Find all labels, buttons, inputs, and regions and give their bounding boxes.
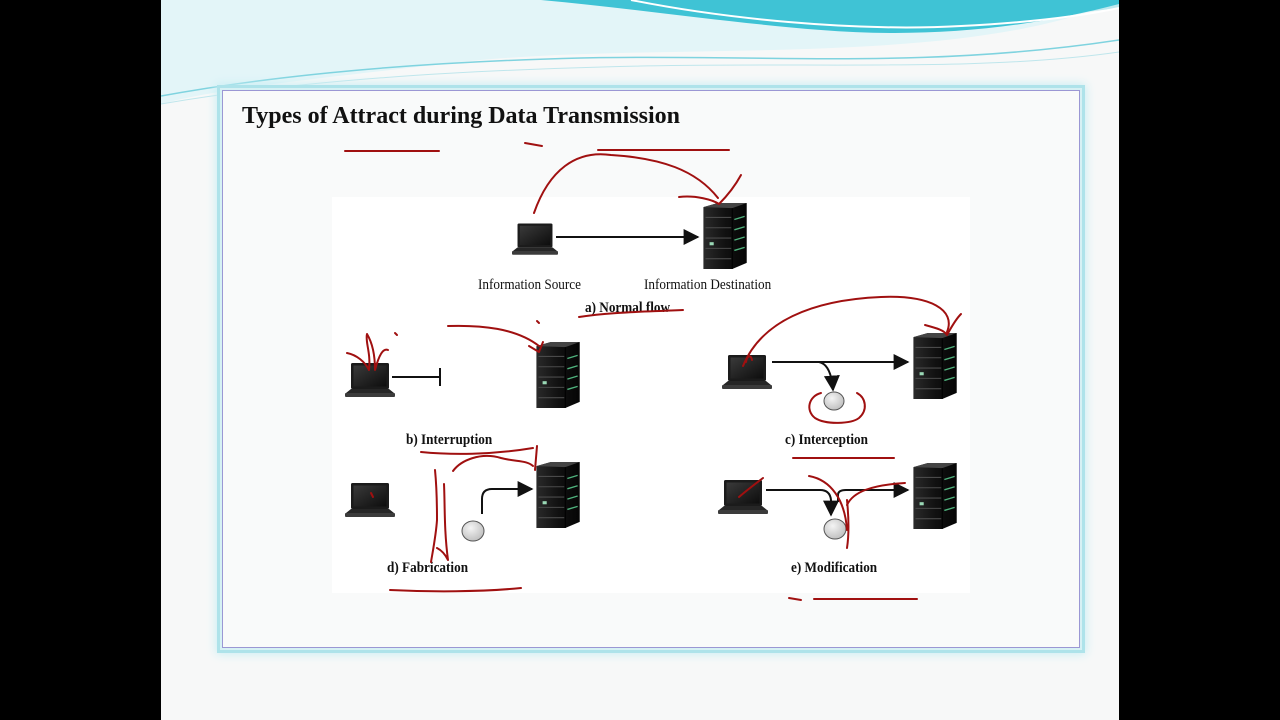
information-source-label: Information Source — [478, 277, 582, 293]
laptop-icon — [345, 483, 395, 517]
laptop-icon — [512, 223, 558, 255]
server-icon — [912, 463, 958, 529]
caption-modification: e) Modification — [791, 560, 878, 576]
caption-interruption: b) Interruption — [406, 432, 493, 448]
slide-title: Types of Attract during Data Transmissio… — [242, 103, 681, 129]
fabricator-node-icon — [461, 520, 485, 542]
server-icon — [535, 342, 581, 408]
attack-types-diagram: Information Source Information Destinati… — [332, 197, 970, 593]
slide: Types of Attract during Data Transmissio… — [161, 0, 1119, 720]
server-icon — [912, 333, 958, 399]
laptop-icon — [718, 480, 768, 514]
caption-interception: c) Interception — [785, 432, 868, 448]
information-destination-label: Information Destination — [644, 277, 772, 293]
interceptor-node-icon — [823, 391, 845, 411]
server-icon — [535, 462, 581, 528]
interception-tap-arrow — [818, 361, 840, 392]
modification-in-arrow — [766, 489, 839, 517]
server-icon — [702, 203, 748, 269]
modification-out-arrow — [837, 482, 910, 502]
caption-normal-flow: a) Normal flow — [585, 300, 671, 316]
laptop-icon — [345, 363, 395, 397]
fabrication-arrow — [481, 481, 534, 514]
modifier-node-icon — [823, 518, 847, 540]
header-wave-decoration — [161, 0, 1119, 105]
caption-fabrication: d) Fabrication — [387, 560, 469, 576]
laptop-icon — [722, 355, 772, 389]
